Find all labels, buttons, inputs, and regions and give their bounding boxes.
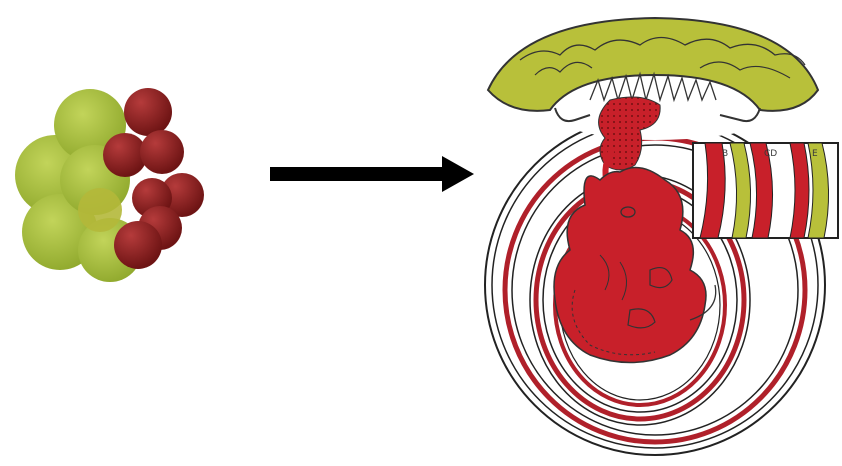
- green-cell-inner: [78, 188, 122, 232]
- arrow-shaft: [270, 167, 450, 181]
- placenta-mask: [560, 95, 770, 140]
- inset-label-cd: CD: [764, 149, 777, 159]
- inset-label-b: B: [722, 149, 728, 159]
- membrane-inset: B CD E: [693, 143, 838, 238]
- cell-cluster: [15, 88, 204, 282]
- red-cell: [140, 130, 184, 174]
- red-cell: [114, 221, 162, 269]
- arrow: [270, 156, 474, 192]
- arrow-head: [442, 156, 474, 192]
- placenta-body: [488, 18, 818, 111]
- red-cell: [124, 88, 172, 136]
- inset-label-e: E: [812, 149, 818, 159]
